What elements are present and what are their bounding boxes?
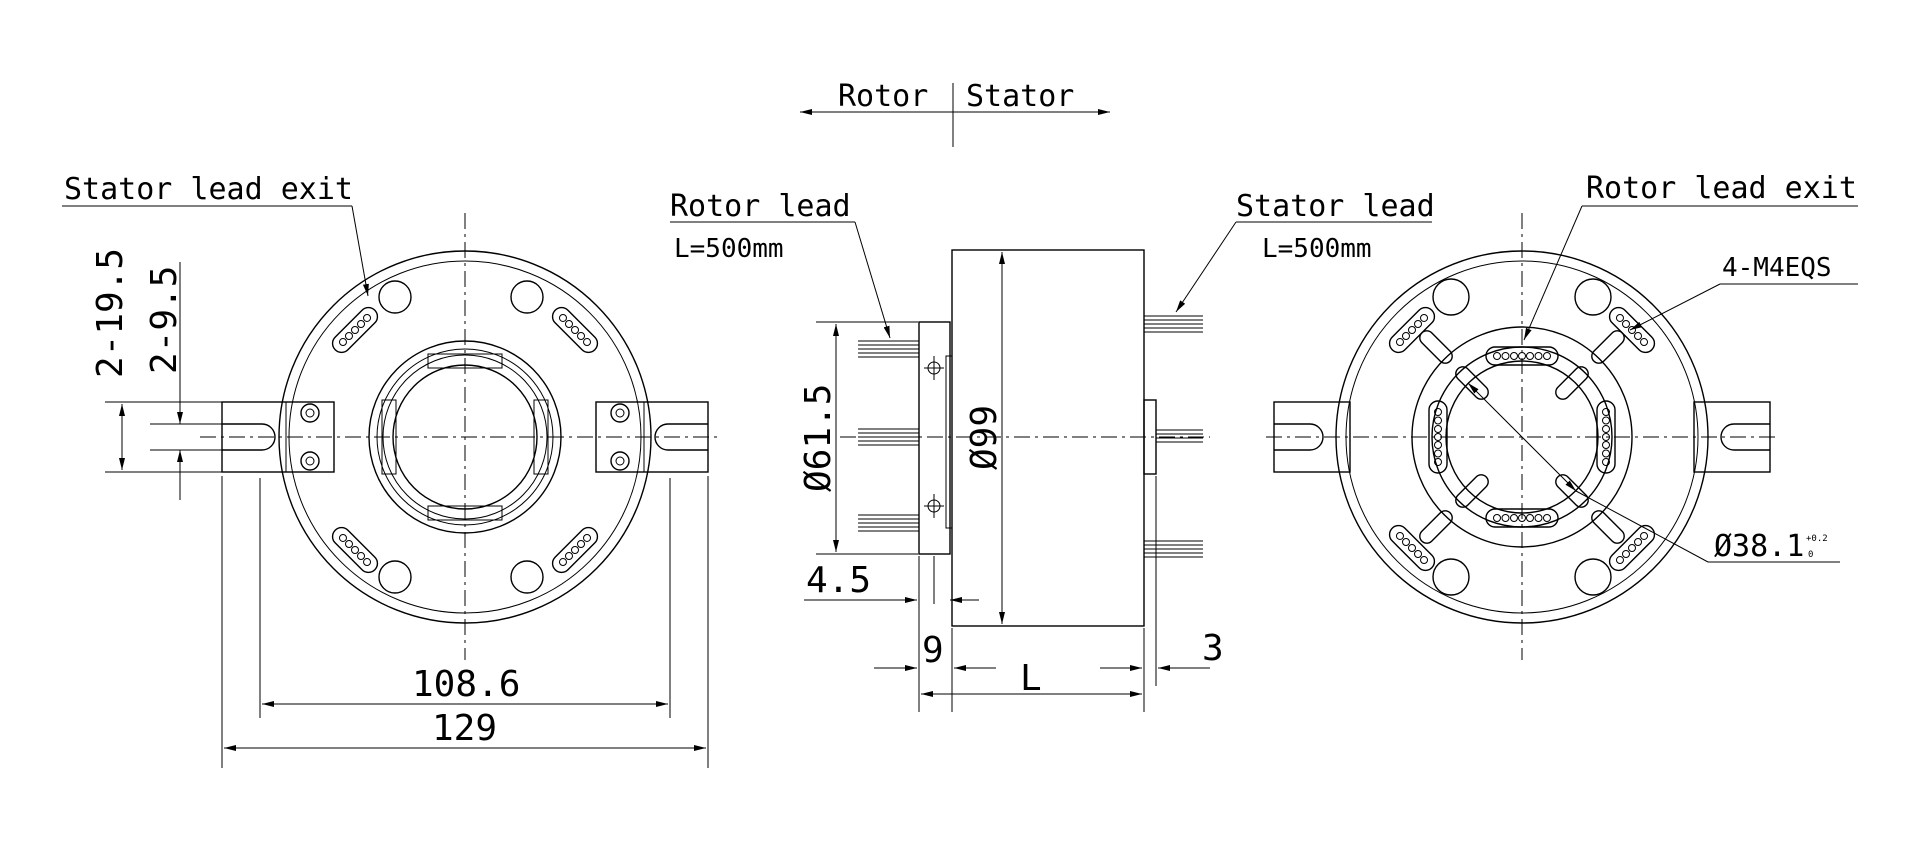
dim-slot-inner: 2-9.5 bbox=[144, 266, 185, 374]
dim-bore-dia: Ø38.1 bbox=[1714, 529, 1804, 564]
dim-stator-step: 3 bbox=[1202, 628, 1224, 669]
terminal-block bbox=[1388, 524, 1436, 572]
stator-lead-exit-label: Stator lead exit bbox=[64, 172, 353, 207]
dim-slot-outer: 2-19.5 bbox=[90, 248, 131, 378]
terminal-block bbox=[1388, 306, 1436, 354]
stator-label: Stator bbox=[966, 79, 1074, 114]
terminal-block bbox=[1596, 400, 1616, 474]
dim-body-length: L bbox=[1020, 658, 1042, 699]
rotor-stator-indicator: Rotor Stator bbox=[800, 79, 1110, 147]
rotor-lead-exit-label: Rotor lead exit bbox=[1586, 171, 1857, 206]
dim-flange-dia: Ø61.5 bbox=[798, 384, 839, 492]
mount-hole bbox=[510, 560, 544, 594]
terminal-block bbox=[1608, 306, 1656, 354]
stator-lead-label: Stator lead bbox=[1236, 189, 1435, 224]
mount-hole bbox=[510, 280, 544, 314]
dim-flange-thickness: 9 bbox=[922, 630, 944, 671]
stator-lead-length: L=500mm bbox=[1262, 234, 1372, 264]
dim-ring-width: 108.6 bbox=[412, 664, 520, 705]
mount-hole bbox=[378, 560, 412, 594]
terminal-block bbox=[551, 306, 599, 354]
mounting-tab-right bbox=[595, 401, 709, 473]
stator-end-view: Stator lead exit 2-19.5 2-9.5 108.6 129 bbox=[62, 172, 720, 768]
terminal-block bbox=[551, 526, 599, 574]
dim-body-dia: Ø99 bbox=[964, 405, 1005, 470]
rotor-lead-length: L=500mm bbox=[674, 234, 784, 264]
rotor-lead-wires bbox=[858, 340, 919, 532]
terminal-block bbox=[1485, 346, 1559, 366]
dim-bore-tol-lower: 0 bbox=[1808, 550, 1813, 560]
terminal-block bbox=[1428, 400, 1448, 474]
dim-bore-tol-upper: +0.2 bbox=[1806, 534, 1828, 544]
terminal-block bbox=[1608, 524, 1656, 572]
mounting-tab-left bbox=[221, 401, 335, 473]
dim-flange-gap: 4.5 bbox=[806, 560, 871, 601]
bore-keys bbox=[381, 353, 549, 521]
rotor-end-view: Ø38.1 +0.2 0 Rotor lead exit 4-M4EQS bbox=[1266, 171, 1858, 660]
terminal-block bbox=[331, 526, 379, 574]
mount-hole bbox=[378, 280, 412, 314]
dim-overall-width: 129 bbox=[432, 708, 497, 749]
stator-lead-wires bbox=[1144, 315, 1203, 558]
rotor-flange bbox=[918, 321, 951, 555]
mount-holes-label: 4-M4EQS bbox=[1722, 253, 1832, 283]
side-view: Rotor lead L=500mm Stator lead L=500mm Ø… bbox=[670, 189, 1435, 712]
rotor-label: Rotor bbox=[838, 79, 928, 114]
rotor-lead-label: Rotor lead bbox=[670, 189, 851, 224]
terminal-block bbox=[331, 306, 379, 354]
terminal-block bbox=[1485, 508, 1559, 528]
